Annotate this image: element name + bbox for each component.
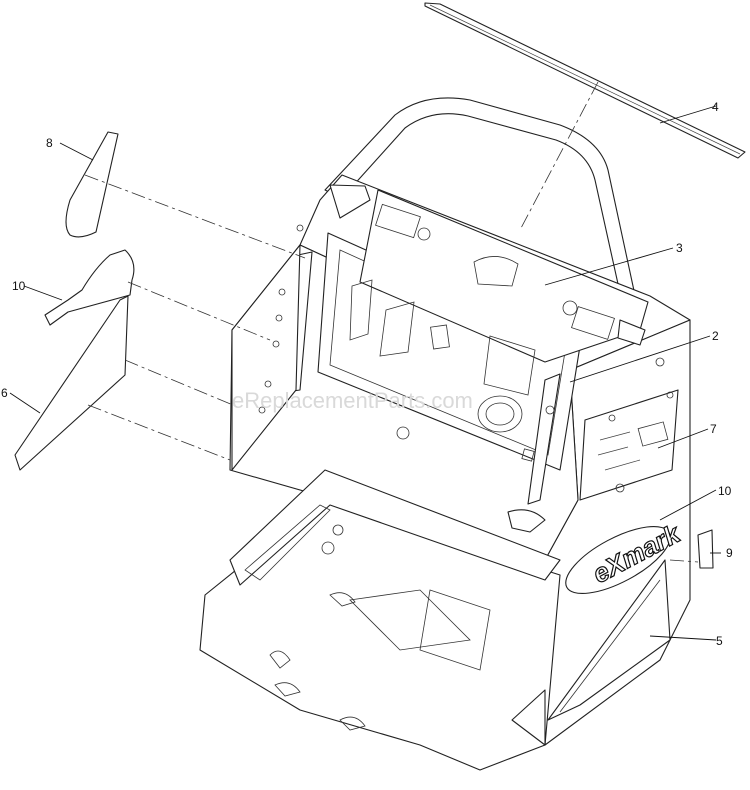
ignition-ring: [477, 395, 523, 433]
callout-labels: 4 3 2 7 10 9 5 8 10 6: [1, 100, 733, 648]
floor-plate: [199, 469, 561, 771]
callout-5: 5: [716, 634, 723, 648]
decal-strip-part: [424, 2, 746, 159]
lower-side-panel-decal: [547, 559, 671, 721]
control-slot: [379, 301, 415, 357]
callout-10-right: 10: [718, 484, 732, 498]
side-decal-left-part: [44, 249, 135, 326]
small-decal-part: [697, 529, 714, 569]
throttle-slot: [349, 279, 373, 341]
display-screen: [483, 335, 536, 396]
watermark: eReplacementParts.com: [232, 388, 473, 413]
alignment-lines: [84, 81, 699, 563]
right-knob: [562, 300, 578, 316]
side-decal-upper-part: [65, 131, 119, 238]
callout-10-left: 10: [12, 279, 26, 293]
callout-9: 9: [726, 546, 733, 560]
callout-3: 3: [676, 241, 683, 255]
callout-8: 8: [46, 136, 53, 150]
callout-2: 2: [712, 329, 719, 343]
callout-7: 7: [710, 422, 717, 436]
leader-lines: [9, 105, 721, 641]
side-panel-shield-part: [14, 295, 129, 471]
side-control-decal: [579, 357, 679, 501]
side-rail-holes: [258, 224, 304, 414]
top-knob: [417, 227, 431, 241]
callout-4: 4: [712, 100, 719, 114]
indicator-window: [430, 324, 450, 350]
upper-control-plate: [359, 189, 649, 363]
callout-6: 6: [1, 386, 8, 400]
right-switch-box: [571, 306, 615, 340]
handle-grip: [473, 256, 519, 287]
top-switch-box: [375, 203, 421, 239]
